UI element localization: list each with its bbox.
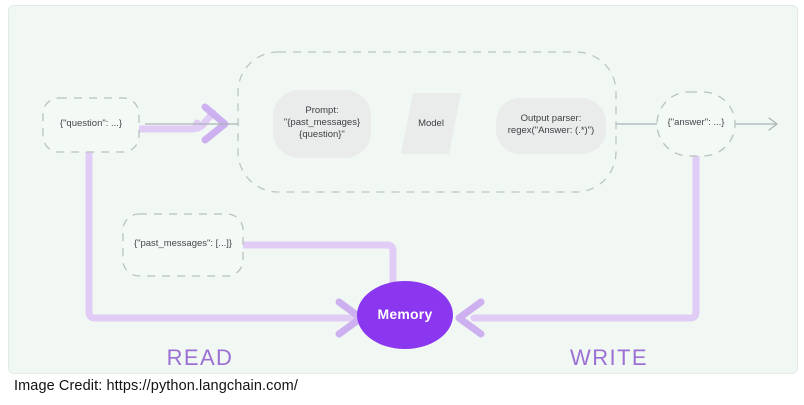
write-path-line: [470, 152, 700, 322]
memory-node-label: Memory: [377, 306, 433, 322]
write-path-group: [455, 152, 700, 338]
diagram-canvas: [42, 51, 778, 349]
answer-output-arrowhead-icon: [768, 117, 778, 131]
read-path-elbow: [187, 109, 217, 133]
output-parser-node[interactable]: [496, 98, 606, 154]
question-node[interactable]: [42, 97, 140, 153]
chain-container: [237, 51, 617, 193]
past-messages-node[interactable]: [122, 213, 244, 277]
write-arrowhead-icon: [455, 298, 485, 338]
write-flow-label: WRITE: [570, 345, 648, 370]
memory-node[interactable]: [357, 281, 453, 349]
answer-node[interactable]: [656, 91, 736, 157]
prompt-node[interactable]: [273, 90, 371, 158]
read-flow-label: READ: [166, 345, 234, 370]
image-credit-caption: Image Credit: https://python.langchain.c…: [14, 378, 298, 394]
model-node[interactable]: [401, 93, 461, 154]
diagram-panel: {"question": ...} {"past_messages": [...…: [8, 5, 798, 374]
gray-edges-group: [145, 117, 778, 131]
